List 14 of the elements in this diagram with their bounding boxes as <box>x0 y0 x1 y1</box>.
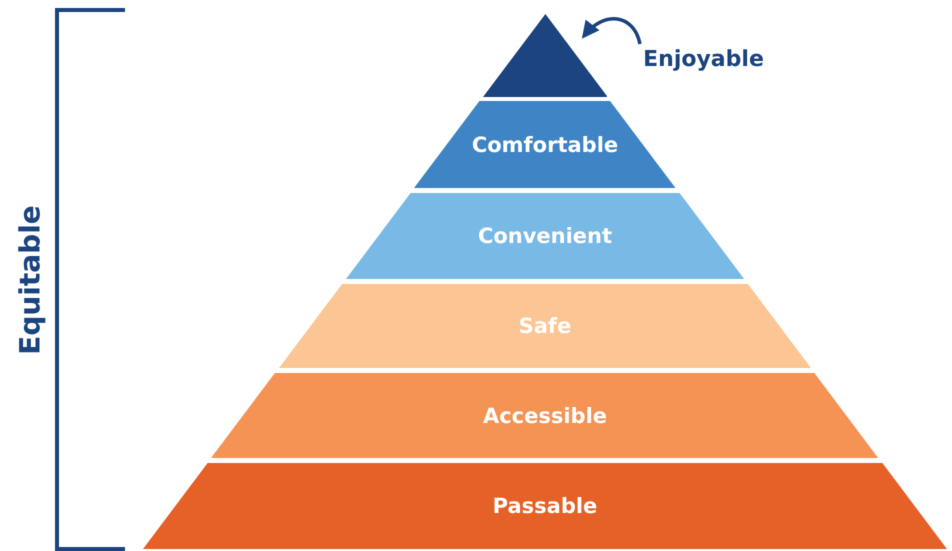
level-label: Safe <box>518 314 572 338</box>
level-label: Convenient <box>478 224 612 248</box>
callout-text: Enjoyable <box>636 44 771 76</box>
level-label: Passable <box>492 494 598 518</box>
curved-arrow <box>582 17 642 44</box>
pyramid-level <box>211 373 879 458</box>
pyramid-level <box>143 463 947 549</box>
pyramid-level <box>346 193 744 279</box>
vertical-label: Equitable <box>14 205 46 355</box>
level-label: Accessible <box>482 404 608 428</box>
pyramid-apex <box>482 14 608 97</box>
level-label: Comfortable <box>472 132 618 156</box>
pyramid-level <box>414 101 676 188</box>
pyramid-level <box>279 284 811 368</box>
